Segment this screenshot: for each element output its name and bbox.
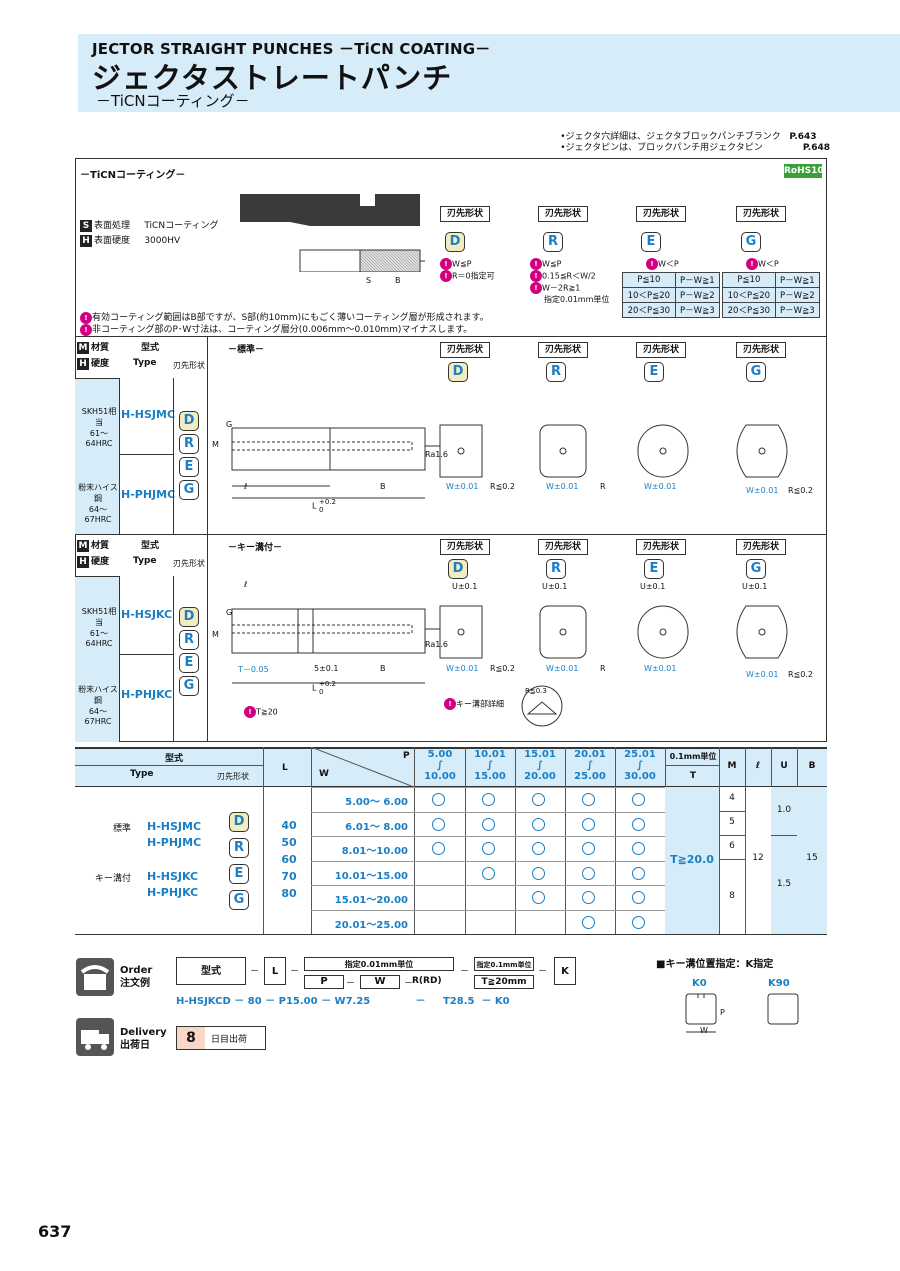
availability-circle[interactable] [582, 866, 595, 880]
w-range-label: 6.01～ 8.00 [345, 821, 408, 833]
title-en: JECTOR STRAIGHT PUNCHES －TiCN COATING－ [92, 40, 491, 58]
ref-page-2[interactable]: P.648 [802, 143, 830, 153]
shape-badge-g[interactable]: G [741, 232, 761, 252]
coating-title: －TiCNコーティング－ [80, 170, 186, 181]
key-punch-drawing [231, 608, 440, 684]
availability-circle[interactable] [532, 842, 545, 855]
delivery-box: 8 日目出荷 [176, 1026, 266, 1050]
availability-circle[interactable] [582, 891, 595, 904]
availability-circle[interactable] [432, 817, 445, 831]
table-row: 5.00～ 6.00 [311, 787, 665, 812]
table-row: 8.01～10.00 [311, 836, 665, 861]
w-range-label: 5.00～ 6.00 [345, 797, 408, 808]
rohs-badge: RoHS10 [784, 164, 824, 178]
shape-label-r: 刃先形状 [538, 206, 588, 222]
availability-circle[interactable] [532, 793, 545, 806]
shape-notes-g: !W＜P [746, 258, 779, 270]
shape-notes-r: !W≦P !0.15≦R＜W/2 !W－2R≧1 指定0.01mm単位 [530, 258, 609, 305]
availability-circle[interactable] [582, 817, 595, 831]
availability-circle[interactable] [482, 817, 495, 831]
key-t-note: !T≧20 [244, 706, 278, 718]
coating-note-1: !有効コーティング範囲はB部ですが、S部(約10mm)にもごく薄いコーティング層… [80, 310, 489, 324]
key-type-1[interactable]: H-HSJKC [121, 608, 173, 621]
availability-circle[interactable] [432, 793, 445, 806]
coating-note-2: !非コーティング部のP･W寸法は、コーティング層分(0.006mm～0.010m… [80, 322, 472, 336]
reference-notes: •ジェクタ穴詳細は、ジェクタブロックパンチブランク P.643 •ジェクタピンは… [560, 132, 830, 153]
w-range-label: 8.01～10.00 [341, 846, 408, 857]
key-detail-circle [521, 685, 563, 727]
shape-badge-d[interactable]: D [445, 232, 465, 252]
order-type: 型式 [176, 957, 246, 985]
availability-circle[interactable] [582, 915, 595, 929]
title-jp: ジェクタストレートパンチ [92, 61, 453, 95]
availability-circle[interactable] [632, 915, 645, 929]
key-t-dim: T－0.05 [238, 665, 269, 674]
std-punch-drawing [231, 427, 440, 499]
availability-circle[interactable] [632, 817, 645, 831]
table-row: 6.01～ 8.00 [311, 811, 665, 837]
availability-circle[interactable] [532, 817, 545, 831]
shape-label-g: 刃先形状 [736, 206, 786, 222]
std-type-1[interactable]: H-HSJMC [121, 408, 176, 421]
availability-circle[interactable] [632, 891, 645, 904]
key-shape-views [439, 605, 788, 659]
availability-circle[interactable] [632, 842, 645, 855]
t-value: T≧20.0 [670, 853, 714, 866]
header-band [78, 34, 900, 112]
std-type-2[interactable]: H-PHJMC [121, 488, 176, 501]
availability-circle[interactable] [582, 842, 595, 855]
coating-punch-image [240, 194, 425, 272]
std-shape-views [439, 424, 788, 478]
availability-circle[interactable] [432, 842, 445, 855]
std-title: －標準－ [228, 345, 265, 355]
table-row: 15.01～20.00 [311, 885, 665, 910]
divider-2 [75, 534, 827, 535]
shape-label-e: 刃先形状 [636, 206, 686, 222]
availability-circle[interactable] [632, 866, 645, 880]
table-row: 10.01～15.00 [311, 860, 665, 886]
key-pos-drawings [685, 993, 799, 1033]
table-row: 20.01～25.00 [311, 909, 665, 935]
ref-page-1[interactable]: P.643 [789, 132, 817, 142]
shape-badge-e[interactable]: E [641, 232, 661, 252]
availability-circle[interactable] [482, 842, 495, 855]
dim-s: S [366, 276, 372, 285]
availability-circle[interactable] [532, 891, 545, 904]
order-example: H-HSJKCD － 80 － P15.00 － W7.25 － T28.5 －… [176, 996, 510, 1007]
key-title: －キー溝付－ [228, 543, 283, 553]
dim-b: B [395, 276, 401, 285]
key-detail: !キー溝部詳細 [444, 698, 504, 710]
availability-circle[interactable] [582, 793, 595, 806]
divider-1 [75, 336, 827, 337]
availability-circle[interactable] [482, 866, 495, 880]
phone-icon [76, 958, 114, 996]
page-number: 637 [38, 1222, 72, 1241]
w-range-label: 20.01～25.00 [334, 919, 408, 931]
availability-circle[interactable] [632, 793, 645, 806]
key-pos-title: ■キー溝位置指定：K指定 [656, 959, 774, 970]
shape-notes-e: !W＜P [646, 258, 679, 270]
key-type-2[interactable]: H-PHJKC [121, 688, 173, 701]
shape-label-d: 刃先形状 [440, 206, 490, 222]
main-table: 型式 Type 刃先形状 L P W 5.00∫10.00 10.01∫15.0… [75, 747, 827, 935]
availability-circle[interactable] [532, 866, 545, 880]
shape-notes-d: !W≦P !R＝0指定可 [440, 258, 495, 282]
truck-icon [76, 1018, 114, 1056]
w-range-label: 15.01～20.00 [334, 895, 408, 906]
availability-circle[interactable] [482, 793, 495, 806]
shape-badge-r[interactable]: R [543, 232, 563, 252]
w-range-label: 10.01～15.00 [334, 870, 408, 882]
subtitle: －TiCNコーティング－ [96, 92, 250, 110]
